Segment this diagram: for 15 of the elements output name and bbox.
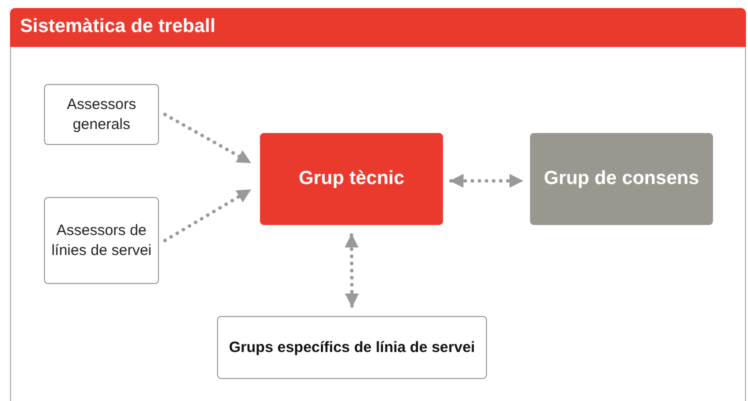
dotted-arrow bbox=[163, 112, 252, 164]
box-label: Grup tècnic bbox=[298, 166, 404, 191]
process-box bbox=[44, 84, 159, 145]
box-label: Grup de consens bbox=[544, 166, 700, 191]
highlight-box bbox=[260, 133, 443, 225]
process-box bbox=[44, 197, 159, 284]
dotted-arrow bbox=[344, 233, 359, 308]
box-label: Assessors de línies de servei bbox=[50, 221, 153, 260]
box-label: Grups específics de línia de servei bbox=[229, 338, 475, 358]
process-box bbox=[217, 316, 487, 379]
title: Sistemàtica de treball bbox=[20, 16, 216, 38]
dotted-arrow bbox=[163, 188, 252, 242]
box-label: Assessors generals bbox=[66, 95, 138, 134]
group-box bbox=[530, 133, 713, 225]
dotted-arrow bbox=[449, 174, 524, 188]
